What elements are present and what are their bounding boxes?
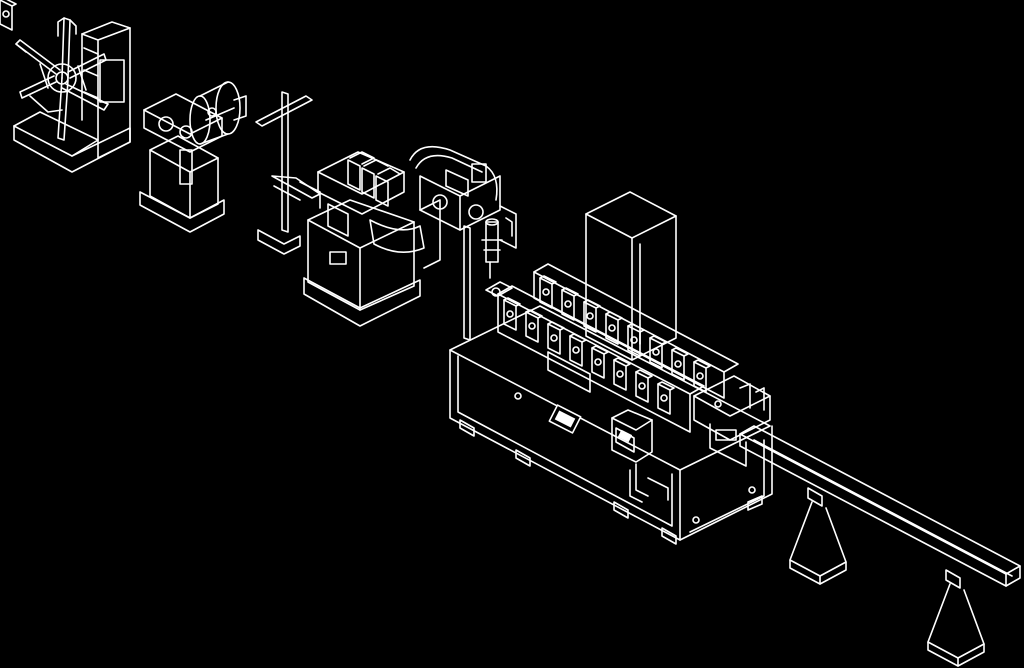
- decoiler: [13, 17, 131, 173]
- straightener-stand: [139, 81, 247, 233]
- press-unit: [299, 151, 441, 327]
- punch-head: [409, 145, 517, 341]
- cutoff-die: [693, 375, 771, 467]
- forming-stations: [0, 0, 739, 433]
- control-panel: [611, 409, 669, 503]
- runout-table: [739, 425, 1021, 667]
